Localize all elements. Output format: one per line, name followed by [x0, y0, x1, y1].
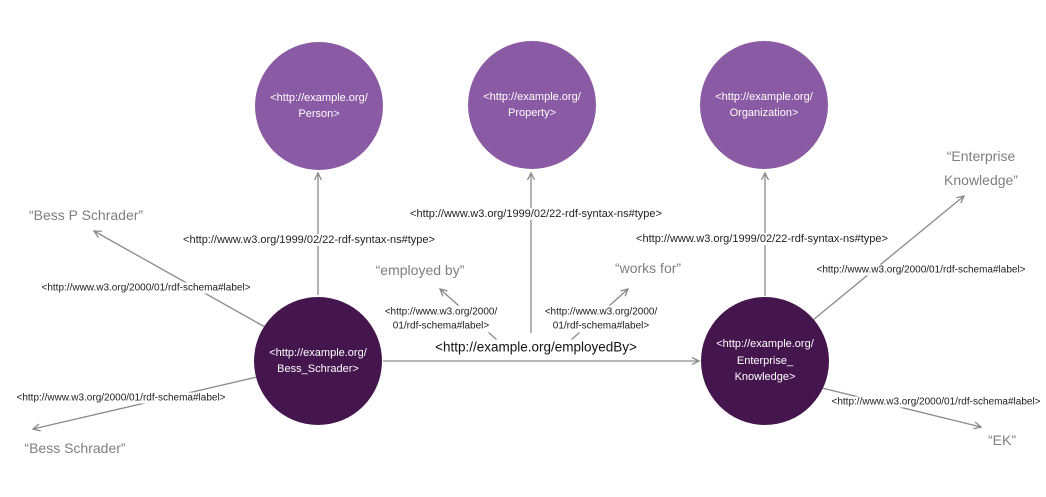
edge-label-rdfs-label-works-for: <http://www.w3.org/2000/ 01/rdf-schema#l…: [542, 305, 660, 333]
node-label-line: <http://example.org/: [715, 90, 813, 103]
node-label-line: Enterprise_: [736, 354, 794, 367]
edge-label-line: <http://www.w3.org/2000/: [544, 306, 658, 318]
edge-label-rdfs-label-ek: <http://www.w3.org/2000/01/rdf-schema#la…: [829, 396, 1043, 408]
node-label-line: Property>: [508, 107, 556, 119]
node-label-line: Knowledge>: [734, 371, 796, 384]
edge-label-rdfs-label-employed-by: <http://www.w3.org/2000/ 01/rdf-schema#l…: [382, 305, 500, 333]
literal-bess-p-schrader: “Bess P Schrader”: [28, 207, 144, 223]
instance-node-bess-schrader: <http://example.org/ Bess_Schrader>: [254, 297, 382, 425]
class-node-person: <http://example.org/ Person>: [255, 42, 383, 170]
arrow-ek-label: [821, 387, 983, 430]
edge-label-employedby-predicate: <http://example.org/employedBy>: [433, 339, 639, 355]
node-label-line: Organization>: [729, 107, 799, 119]
literal-ek: “EK”: [988, 432, 1016, 448]
edge-label-rdf-type-organization: <http://www.w3.org/1999/02/22-rdf-syntax…: [634, 233, 890, 245]
arrow-bess-p-schrader-label: [92, 230, 266, 328]
edge-label-rdf-type-person: <http://www.w3.org/1999/02/22-rdf-syntax…: [181, 234, 437, 246]
node-label-line: Bess_Schrader>: [277, 363, 359, 375]
node-label-line: <http://example.org/: [269, 346, 367, 359]
node-label-line: <http://example.org/: [716, 338, 814, 351]
literal-bess-schrader: “Bess Schrader”: [24, 440, 126, 456]
literal-line: Knowledge”: [944, 172, 1018, 188]
literal-enterprise-knowledge: “Enterprise Knowledge”: [942, 145, 1020, 193]
node-label-line: <http://example.org/: [270, 91, 368, 104]
node-label-line: <http://example.org/: [483, 90, 581, 103]
edge-label-rdf-type-property: <http://www.w3.org/1999/02/22-rdf-syntax…: [408, 208, 664, 220]
edge-label-rdfs-label-enterprise-knowledge: <http://www.w3.org/2000/01/rdf-schema#la…: [814, 264, 1028, 276]
literal-line: “Enterprise: [946, 148, 1016, 165]
class-node-property: <http://example.org/ Property>: [468, 41, 596, 169]
edge-label-line: 01/rdf-schema#label>: [392, 320, 490, 331]
node-label-line: Person>: [298, 108, 340, 120]
edge-label-line: 01/rdf-schema#label>: [552, 320, 650, 331]
edge-label-rdfs-label-bess-p-schrader: <http://www.w3.org/2000/01/rdf-schema#la…: [39, 282, 253, 294]
literal-works-for: “works for”: [614, 260, 682, 276]
instance-node-enterprise-knowledge: <http://example.org/ Enterprise_ Knowled…: [701, 297, 829, 425]
literal-employed-by: “employed by”: [375, 262, 465, 278]
edge-label-line: <http://www.w3.org/2000/: [384, 306, 498, 318]
class-node-organization: <http://example.org/ Organization>: [700, 41, 828, 169]
edge-label-rdfs-label-bess-schrader: <http://www.w3.org/2000/01/rdf-schema#la…: [14, 392, 228, 404]
arrow-enterprise-knowledge-label: [812, 195, 966, 321]
